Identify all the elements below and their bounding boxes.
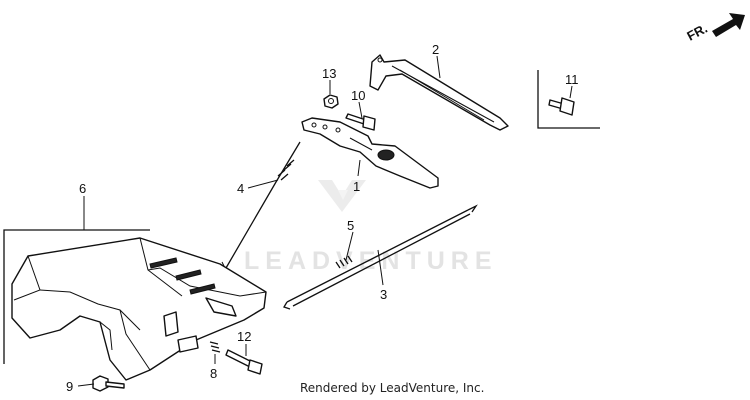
part-nut[interactable] <box>323 94 339 109</box>
render-credit: Rendered by LeadVenture, Inc. <box>300 381 485 395</box>
callout-12[interactable]: 12 <box>237 329 251 344</box>
part-rod-3[interactable] <box>283 204 478 310</box>
callout-1[interactable]: 1 <box>353 179 360 194</box>
part-spring-5[interactable] <box>335 255 353 269</box>
callout-10[interactable]: 10 <box>351 88 365 103</box>
part-bracket-arm[interactable] <box>369 54 509 131</box>
callout-5[interactable]: 5 <box>347 218 354 233</box>
part-bolt-12[interactable] <box>225 349 263 375</box>
part-bolt-9[interactable] <box>92 375 125 392</box>
part-bolt-11[interactable] <box>548 97 575 116</box>
watermark-logo <box>318 180 366 212</box>
callout-8[interactable]: 8 <box>210 366 217 381</box>
part-bolt-10[interactable] <box>345 113 376 131</box>
callout-11[interactable]: 11 <box>565 72 579 87</box>
callout-3[interactable]: 3 <box>380 287 387 302</box>
leader-lines <box>77 55 573 387</box>
callout-6[interactable]: 6 <box>79 181 86 196</box>
front-direction-label: FR. <box>684 21 710 44</box>
part-cover-housing[interactable] <box>11 237 267 381</box>
part-control-lever[interactable] <box>301 117 439 189</box>
watermark-text: LEADVENTURE <box>244 247 498 275</box>
callout-2[interactable]: 2 <box>432 42 439 57</box>
part-spring-8[interactable] <box>209 341 221 353</box>
callout-13[interactable]: 13 <box>322 66 336 81</box>
callout-9[interactable]: 9 <box>66 379 73 394</box>
bracket-line-11 <box>537 70 600 129</box>
callout-4[interactable]: 4 <box>237 181 244 196</box>
front-direction-arrow <box>712 13 745 37</box>
bracket-line-6 <box>3 229 150 364</box>
